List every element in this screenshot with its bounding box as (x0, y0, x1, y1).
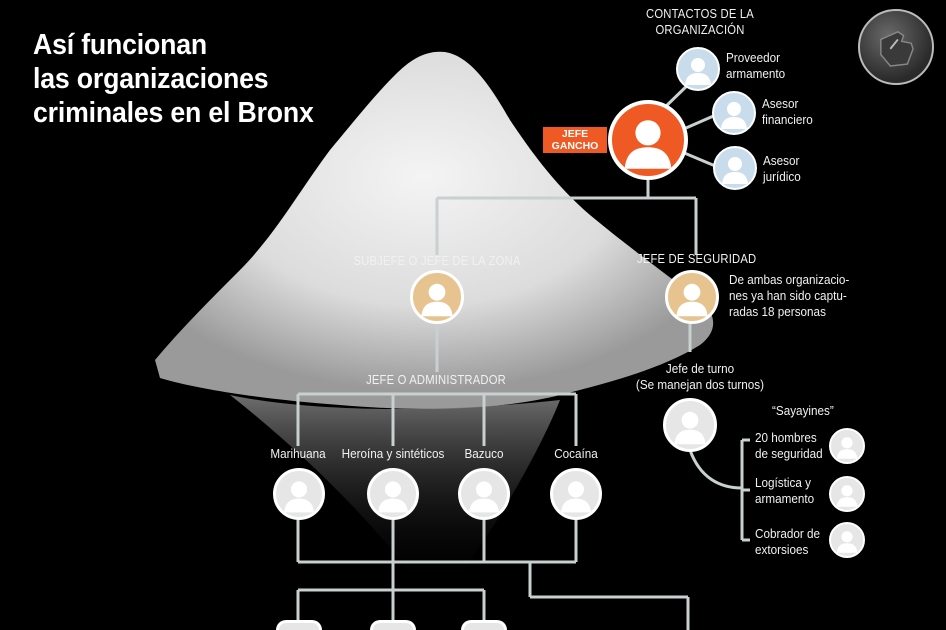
security-note-line-2: nes ya han sido captu- (729, 288, 847, 303)
security-avatar[interactable] (665, 270, 719, 324)
shift-label-line-2: (Se manejan dos turnos) (635, 377, 765, 392)
contact-avatar-1[interactable] (676, 47, 720, 91)
contact-label-2: Asesor financiero (762, 96, 813, 128)
contact-label-1-line-1: Proveedor (726, 50, 780, 65)
person-silhouette-icon (624, 120, 672, 169)
drug-label-2: Heroína y sintéticos (341, 446, 445, 461)
sayayin-avatar-2[interactable] (829, 476, 865, 512)
nav-button[interactable] (858, 9, 934, 85)
lower-avatar-3[interactable] (461, 620, 507, 630)
security-note: De ambas organizacio- nes ya han sido ca… (729, 272, 849, 320)
contact-label-2-line-1: Asesor (762, 96, 799, 111)
drug-avatar-1[interactable] (273, 468, 325, 520)
admin-label: JEFE O ADMINISTRADOR (366, 373, 506, 387)
pointing-hand-icon (880, 31, 914, 67)
person-silhouette-icon (836, 531, 858, 553)
drug-label-1: Marihuana (270, 446, 326, 461)
sayayin-label-2: Logística y armamento (755, 475, 814, 507)
person-silhouette-icon (836, 437, 858, 459)
sayayin-label-2-line-2: armamento (755, 491, 815, 506)
person-silhouette-icon (284, 481, 314, 513)
sayayin-label-2-line-1: Logística y (755, 475, 811, 490)
sayayin-label-3: Cobrador de extorsioes (755, 526, 820, 558)
title-line-3: criminales en el Bronx (33, 97, 314, 129)
sayayin-label-1: 20 hombres de seguridad (755, 430, 823, 462)
contact-label-1-line-2: armamento (726, 66, 786, 81)
boss-badge: JEFE GANCHO (543, 127, 607, 153)
person-silhouette-icon (561, 481, 591, 513)
contact-label-3-line-2: jurídico (763, 169, 801, 184)
drug-label-4: Cocaína (554, 446, 598, 461)
drug-avatar-4[interactable] (550, 468, 602, 520)
contacts-header-line-1: CONTACTOS DE LA (646, 7, 754, 21)
boss-badge-line-1: JEFE (561, 128, 589, 140)
lower-avatar-2[interactable] (370, 620, 416, 630)
person-silhouette-icon (836, 485, 858, 507)
contacts-header: CONTACTOS DE LA ORGANIZACIÓN (646, 6, 754, 38)
sayayines-label: “Sayayines” (772, 403, 834, 418)
sayayin-avatar-1[interactable] (829, 428, 865, 464)
boss-avatar[interactable] (608, 100, 688, 180)
person-silhouette-icon (378, 481, 408, 513)
shift-avatar[interactable] (663, 398, 717, 452)
sayayin-label-1-line-2: de seguridad (755, 446, 823, 461)
contact-label-3: Asesor jurídico (763, 153, 801, 185)
person-silhouette-icon (685, 58, 711, 85)
person-silhouette-icon (469, 481, 499, 513)
person-silhouette-icon (676, 283, 708, 317)
lower-avatar-1[interactable] (276, 620, 322, 630)
title-line-1: Así funcionan (33, 29, 208, 61)
person-silhouette-icon (421, 283, 453, 317)
shift-label-line-1: Jefe de turno (665, 361, 735, 376)
contact-avatar-3[interactable] (713, 146, 757, 190)
person-silhouette-icon (722, 157, 748, 184)
sayayin-avatar-3[interactable] (829, 522, 865, 558)
shift-label: Jefe de turno (Se manejan dos turnos) (628, 361, 772, 393)
boss-badge-line-2: GANCHO (551, 140, 599, 152)
contact-label-1: Proveedor armamento (726, 50, 785, 82)
person-silhouette-icon (674, 411, 706, 445)
subboss-label: SUBJEFE O JEFE DE LA ZONA (353, 254, 521, 268)
subboss-avatar[interactable] (410, 270, 464, 324)
page-title: Así funcionan las organizaciones crimina… (33, 28, 314, 130)
security-note-line-1: De ambas organizacio- (729, 272, 850, 287)
drug-avatar-3[interactable] (458, 468, 510, 520)
sayayin-label-1-line-1: 20 hombres (755, 430, 817, 445)
security-note-line-3: radas 18 personas (729, 304, 826, 319)
drug-avatar-2[interactable] (367, 468, 419, 520)
security-label: JEFE DE SEGURIDAD (637, 252, 757, 266)
contacts-header-line-2: ORGANIZACIÓN (655, 23, 745, 37)
drug-label-3: Bazuco (464, 446, 504, 461)
contact-label-3-line-1: Asesor (763, 153, 800, 168)
sayayin-label-3-line-1: Cobrador de (755, 526, 821, 541)
contact-avatar-2[interactable] (712, 91, 756, 135)
person-silhouette-icon (721, 102, 747, 129)
sayayin-label-3-line-2: extorsioes (755, 542, 809, 557)
contact-label-2-line-2: financiero (762, 112, 813, 127)
title-line-2: las organizaciones (33, 63, 269, 95)
